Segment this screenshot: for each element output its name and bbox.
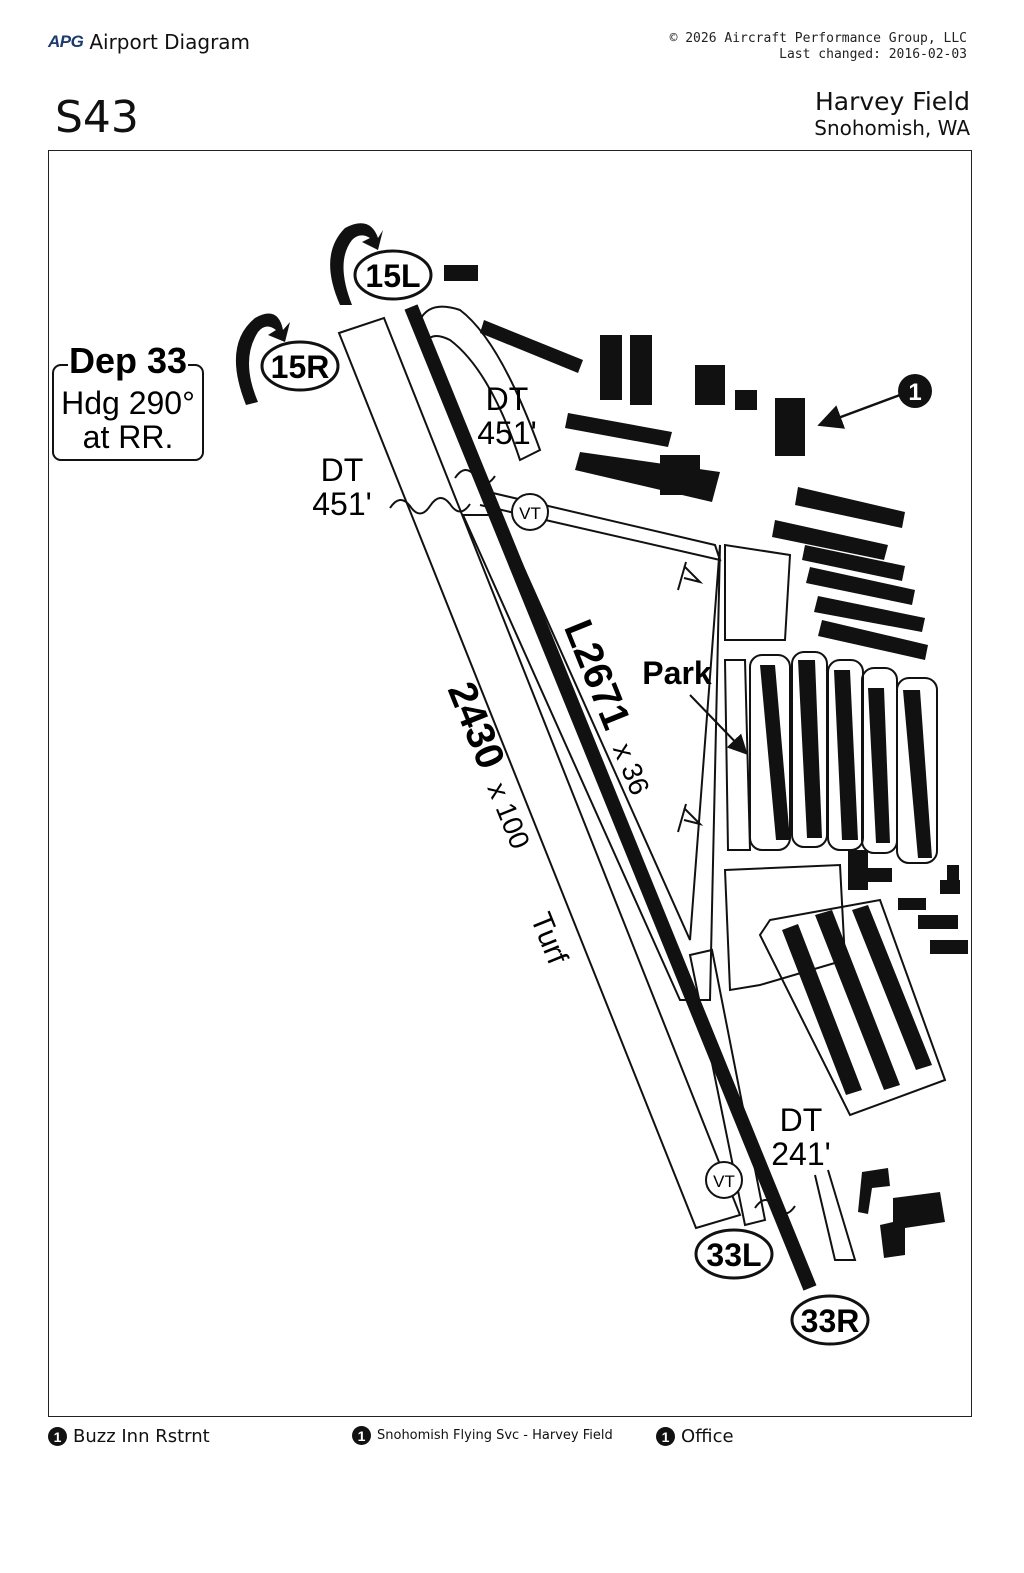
dt-s-label: DT <box>780 1102 823 1138</box>
copyright-text: © 2026 Aircraft Performance Group, LLC <box>669 31 967 46</box>
legend-number-icon: 1 <box>656 1427 675 1446</box>
paved-runway <box>404 304 817 1291</box>
dt-s-value: 241' <box>771 1136 831 1172</box>
app-header: APG Airport Diagram <box>48 30 250 54</box>
rwy-15L-label: 15L <box>353 249 433 301</box>
taxiway-south <box>688 948 767 1227</box>
last-changed-text: Last changed: 2016-02-03 <box>779 47 967 62</box>
chart-metadata: © 2026 Aircraft Performance Group, LLC L… <box>670 31 967 63</box>
departure-note: Dep 33 Hdg 290° at RR. <box>52 340 204 461</box>
hangars-middle <box>723 651 938 864</box>
windsock-icon <box>677 561 704 833</box>
rwy-33L-text: 33L <box>706 1237 761 1273</box>
hangars-north <box>444 265 928 660</box>
callout-number: 1 <box>908 379 921 406</box>
diagram-frame <box>48 150 972 1417</box>
legend-item-office: 1 Office <box>656 1426 734 1447</box>
dt-label-south: DT 241' <box>771 1102 831 1172</box>
rwy-33R-text: 33R <box>801 1303 860 1339</box>
hangars-south <box>723 850 968 1258</box>
turf-label-text: Turf <box>524 908 574 969</box>
rwy-15R-text: 15R <box>271 349 330 385</box>
dt-label-north-right: DT 451' <box>477 381 537 451</box>
vt-north-text: VT <box>519 504 541 523</box>
vt-symbol-south: VT <box>705 1161 743 1199</box>
rwy-33R-label: 33R <box>790 1294 870 1346</box>
dep-title: Dep 33 <box>69 340 187 381</box>
rwy-15L-text: 15L <box>365 258 420 294</box>
legend-number-icon: 1 <box>48 1427 67 1446</box>
legend-label: Buzz Inn Rstrnt <box>73 1426 210 1447</box>
legend-item-restaurant: 1 Buzz Inn Rstrnt <box>48 1426 210 1447</box>
airport-name: Harvey Field <box>814 87 970 116</box>
turf-runway <box>337 316 742 1230</box>
taxiway-south-end <box>814 1169 857 1261</box>
vt-south-text: VT <box>713 1172 735 1191</box>
park-label: Park <box>642 655 712 691</box>
airport-name-block: Harvey Field Snohomish, WA <box>814 87 970 141</box>
dt-nl-value: 451' <box>312 486 372 522</box>
callout-marker: 1 <box>817 374 932 429</box>
taxiway-north-loop <box>419 305 542 462</box>
park-arrow <box>689 694 748 755</box>
apg-logo: APG <box>48 32 84 51</box>
legend-label: Snohomish Flying Svc - Harvey Field <box>377 1428 613 1443</box>
airport-ident: S43 <box>55 92 139 143</box>
dt-label-north-left: DT 451' <box>312 452 372 522</box>
page-title: Airport Diagram <box>89 30 251 54</box>
departure-turn-arrows <box>235 223 383 405</box>
dt-nl-label: DT <box>321 452 364 488</box>
displaced-threshold-marks <box>389 469 796 1215</box>
rwy-15R-label: 15R <box>260 340 340 392</box>
dep-at: at RR. <box>83 419 174 455</box>
taxiway-apron-edge <box>724 543 792 641</box>
legend-number-icon: 1 <box>352 1426 371 1445</box>
rwy-33L-label: 33L <box>694 1228 774 1280</box>
vt-symbol-north: VT <box>511 493 549 531</box>
taxiway-infield <box>461 514 721 1001</box>
dt-nr-value: 451' <box>477 415 537 451</box>
legend-item-fbo: 1 Snohomish Flying Svc - Harvey Field <box>352 1426 613 1445</box>
dt-nr-label: DT <box>486 381 529 417</box>
taxiway-east-connector <box>479 489 722 562</box>
dep-heading: Hdg 290° <box>61 385 195 421</box>
legend-label: Office <box>681 1426 734 1447</box>
airport-city: Snohomish, WA <box>814 116 970 140</box>
turf-label: Turf <box>524 908 574 969</box>
